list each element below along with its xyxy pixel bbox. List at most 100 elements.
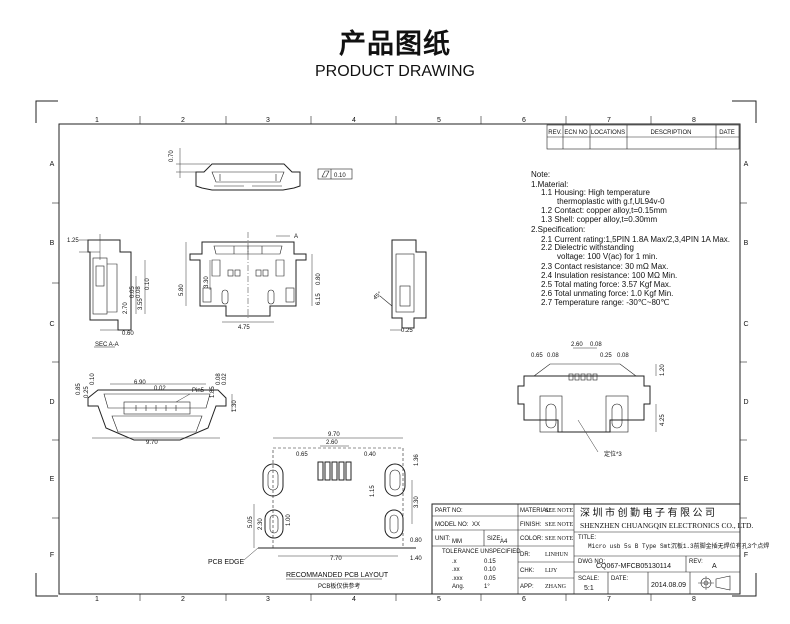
- dim-label: 0.02: [222, 373, 228, 385]
- grid-col-label: 3: [266, 117, 270, 124]
- dim-label: 1.20: [660, 364, 666, 376]
- size-value: A4: [500, 539, 508, 545]
- note-line: 2.4 Insulation resistance: 100 MΩ Min.: [541, 271, 677, 280]
- page-title-en: PRODUCT DRAWING: [315, 63, 475, 80]
- date-label: DATE:: [611, 576, 629, 582]
- top-view: 0.70 0.10: [169, 148, 353, 191]
- dwg-no-label: DWG NO:: [578, 559, 605, 565]
- dim-label: 0.02: [154, 386, 166, 392]
- dwg-no-value: CQ067-MFCB05130114: [596, 563, 671, 570]
- dim-label: 5.05: [248, 516, 254, 528]
- grid-row-label: F: [50, 552, 54, 559]
- grid-col-label: 6: [522, 596, 526, 603]
- dim-label: 1.30: [232, 400, 238, 412]
- dim-label: 0.08: [216, 373, 222, 385]
- date-value: 2014.08.09: [651, 582, 686, 589]
- note-line: 1.Material:: [531, 180, 568, 189]
- grid-col-label: 2: [181, 596, 185, 603]
- dr-value: LINHUN: [545, 552, 569, 558]
- grid-row-label: C: [743, 321, 748, 328]
- scale-label: SCALE:: [578, 576, 600, 582]
- dim-label: 3.55: [138, 298, 144, 310]
- projection-symbol-icon: [698, 575, 731, 591]
- tol-key: .xxx: [452, 576, 463, 582]
- bottom-left-view: 0.85 0.25 0.10 6.90 0.02 Pin5 1.85 0.08 …: [76, 373, 238, 446]
- title-block: PART NO: MODEL NO: XX UNIT: MM SIZE: A4 …: [431, 503, 769, 595]
- note-line: 2.6 Total unmating force: 1.0 Kgf Min.: [541, 289, 673, 298]
- drawing-frame: [58, 123, 741, 595]
- material-label: MATERIAL:: [520, 508, 552, 514]
- dim-label: 1.40: [410, 556, 422, 562]
- note-line: voltage: 100 V(ac) for 1 min.: [557, 252, 658, 261]
- grid-col-label: 7: [607, 117, 611, 124]
- dim-label: 4.75: [238, 325, 250, 331]
- dim-label: 0.25: [401, 328, 413, 334]
- dim-label: 0.65: [531, 353, 543, 359]
- left-section-view: 1.25 2.70 0.05 0.08 3.55 0.10 0.60 SEC A…: [67, 234, 151, 348]
- grid-row-label: E: [50, 476, 55, 483]
- grid-row-label: E: [744, 476, 749, 483]
- pcb-edge-label: PCB EDGE: [208, 559, 245, 566]
- grid-col-label: 4: [352, 117, 356, 124]
- grid-col-label: 5: [437, 117, 441, 124]
- note-line: 1.3 Shell: copper alloy,t=0.30mm: [541, 215, 657, 224]
- revision-table: REV. ECN NO LOCATIONS DESCRIPTION DATE: [546, 124, 740, 150]
- note-line: thermoplastic with g.f,UL94v-0: [557, 197, 665, 206]
- material-value: SEE NOTE: [545, 508, 573, 514]
- note-line: 2.3 Contact resistance: 30 mΩ Max.: [541, 262, 668, 271]
- grid-row-label: B: [50, 240, 55, 247]
- finish-value: SEE NOTE: [545, 522, 573, 528]
- dim-label: 0.25: [600, 353, 612, 359]
- tol-value: 1°: [484, 584, 490, 590]
- dim-label: 1.85: [210, 386, 216, 398]
- grid-column-ticks: [52, 116, 747, 601]
- notes-heading: Note:: [531, 170, 550, 179]
- chk-value: LIJY: [545, 568, 558, 574]
- dim-label: 3.30: [414, 496, 420, 508]
- description-header: DESCRIPTION: [650, 130, 691, 136]
- dim-label: 2.30: [258, 518, 264, 530]
- dim-label: 6.15: [316, 293, 322, 305]
- grid-col-label: 8: [692, 117, 696, 124]
- dim-label: 7.70: [330, 556, 342, 562]
- note-line: 2.1 Current rating:1,5PIN 1.8A Max/2,3,4…: [541, 235, 730, 244]
- grid-col-label: 8: [692, 596, 696, 603]
- dim-label: 0.10: [90, 373, 96, 385]
- dim-label: 0.08: [590, 342, 602, 348]
- grid-col-label: 6: [522, 117, 526, 124]
- grid-row-label: A: [50, 161, 55, 168]
- footprint-view: 2.60 0.08 0.65 0.08 0.25 0.08 1.20 4.25 …: [517, 342, 666, 458]
- section-label: SEC A-A: [95, 342, 119, 348]
- page-title-cn: 产品图纸: [339, 29, 451, 60]
- ecn-header: ECN NO: [564, 130, 588, 136]
- dim-label: 1.00: [286, 514, 292, 526]
- locator-label: 定位*3: [604, 450, 622, 458]
- flatness-value: 0.10: [334, 173, 346, 179]
- title-text: Micro usb 5s B Type Smt沉板1.3前脚金插无焊位有孔3个点…: [588, 542, 769, 550]
- rev-header: REV.: [548, 130, 562, 136]
- tol-key: .x: [452, 559, 457, 565]
- rev-value: A: [712, 563, 717, 570]
- company-name-cn: 深 圳 市 创 勤 电 子 有 限 公 司: [580, 506, 715, 519]
- dim-label: 0.65: [296, 452, 308, 458]
- tolerance-label: TOLERANCE UNSPECIFIED: [442, 549, 521, 555]
- dim-label: 0.05: [130, 286, 136, 298]
- color-value: SEE NOTE: [545, 536, 573, 542]
- note-line: 1.2 Contact: copper alloy,t=0.15mm: [541, 206, 667, 215]
- grid-col-label: 3: [266, 596, 270, 603]
- color-label: COLOR:: [520, 536, 543, 542]
- dim-label: 0.60: [122, 331, 134, 337]
- app-value: ZHANG: [545, 584, 567, 590]
- unit-label: UNIT:: [435, 536, 450, 542]
- note-line: 2.5 Total mating force: 3.57 Kgf Max.: [541, 280, 671, 289]
- grid-labels-left: A B C D E F: [49, 161, 54, 559]
- dim-label: 9.70: [328, 432, 340, 438]
- grid-col-label: 1: [95, 117, 99, 124]
- grid-labels-right: A B C D E F: [743, 161, 748, 559]
- dim-label: 2.60: [571, 342, 583, 348]
- grid-row-label: C: [49, 321, 54, 328]
- grid-col-label: 7: [607, 596, 611, 603]
- dim-label: 45°: [372, 291, 383, 302]
- pcb-caption-subtitle: PCB板仅供参考: [318, 582, 360, 590]
